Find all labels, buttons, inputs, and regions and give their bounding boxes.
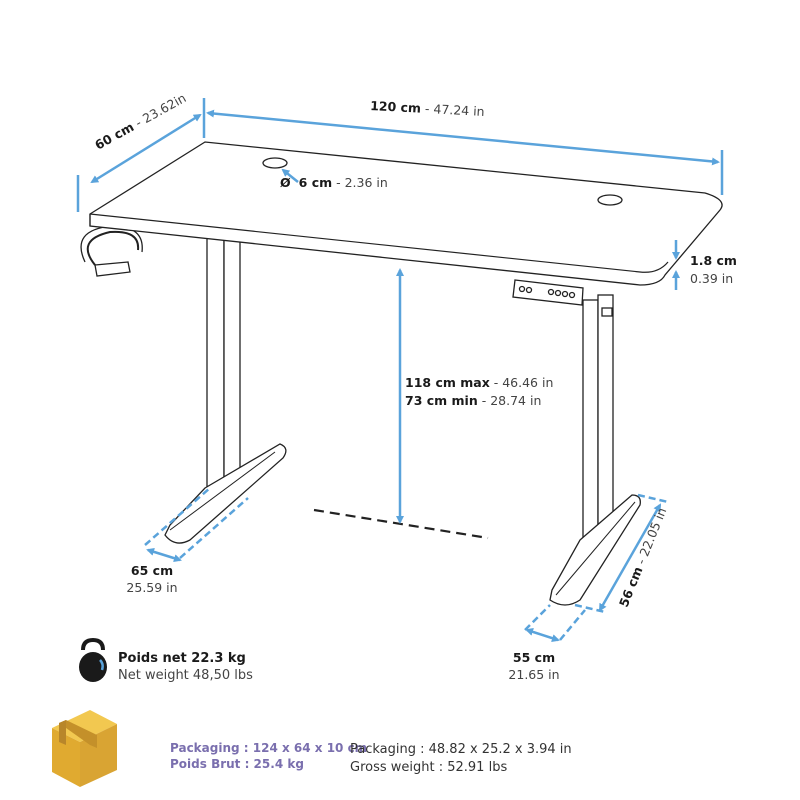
foot-depth-dimension [598, 503, 662, 612]
thickness-metric: 1.8 cm [690, 253, 737, 268]
foot-right-dimension [525, 628, 560, 642]
foot-right-guide-2 [559, 609, 586, 641]
net-weight-title: Poids net 22.3 kg [118, 651, 246, 666]
foot-left-imperial: 25.59 in [126, 580, 177, 595]
foot-left-guide-1 [144, 487, 211, 546]
grommet-left [262, 157, 288, 169]
right-leg [549, 294, 641, 606]
thickness-imperial: 0.39 in [690, 271, 733, 286]
foot-right-metric: 55 cm [513, 650, 555, 665]
height-max-label: 118 cm max - 46.46 in [405, 375, 553, 390]
headphone-hook [80, 225, 143, 277]
width-dimension [206, 109, 720, 166]
depth-dimension [90, 113, 202, 184]
gross-weight-fr: Poids Brut : 25.4 kg [170, 757, 304, 771]
desktop [89, 141, 723, 286]
foot-left-dimension [146, 547, 182, 563]
net-weight-subtitle: Net weight 48,50 lbs [118, 668, 253, 683]
packaging-size-en: Packaging : 48.82 x 25.2 x 3.94 in [350, 742, 572, 757]
left-leg [164, 237, 287, 544]
height-min-label: 73 cm min - 28.74 in [405, 393, 541, 408]
width-label: 120 cm - 47.24 in [370, 98, 485, 119]
foot-depth-guide-1 [637, 493, 669, 504]
foot-left-metric: 65 cm [131, 563, 173, 578]
box-icon [52, 710, 117, 787]
floor-line [313, 508, 489, 540]
packaging-size-fr: Packaging : 124 x 64 x 10 cm [170, 741, 367, 755]
foot-right-guide-1 [524, 604, 551, 631]
grommet-arrow [281, 168, 299, 183]
control-panel [512, 279, 613, 317]
foot-depth-guide-2 [574, 603, 606, 614]
grommet-right [597, 194, 623, 206]
foot-left-guide-2 [179, 497, 249, 559]
foot-right-imperial: 21.65 in [508, 667, 559, 682]
kettlebell-icon [79, 637, 107, 682]
depth-label: 60 cm - 23.62in [92, 90, 188, 152]
gross-weight-en: Gross weight : 52.91 lbs [350, 760, 507, 775]
